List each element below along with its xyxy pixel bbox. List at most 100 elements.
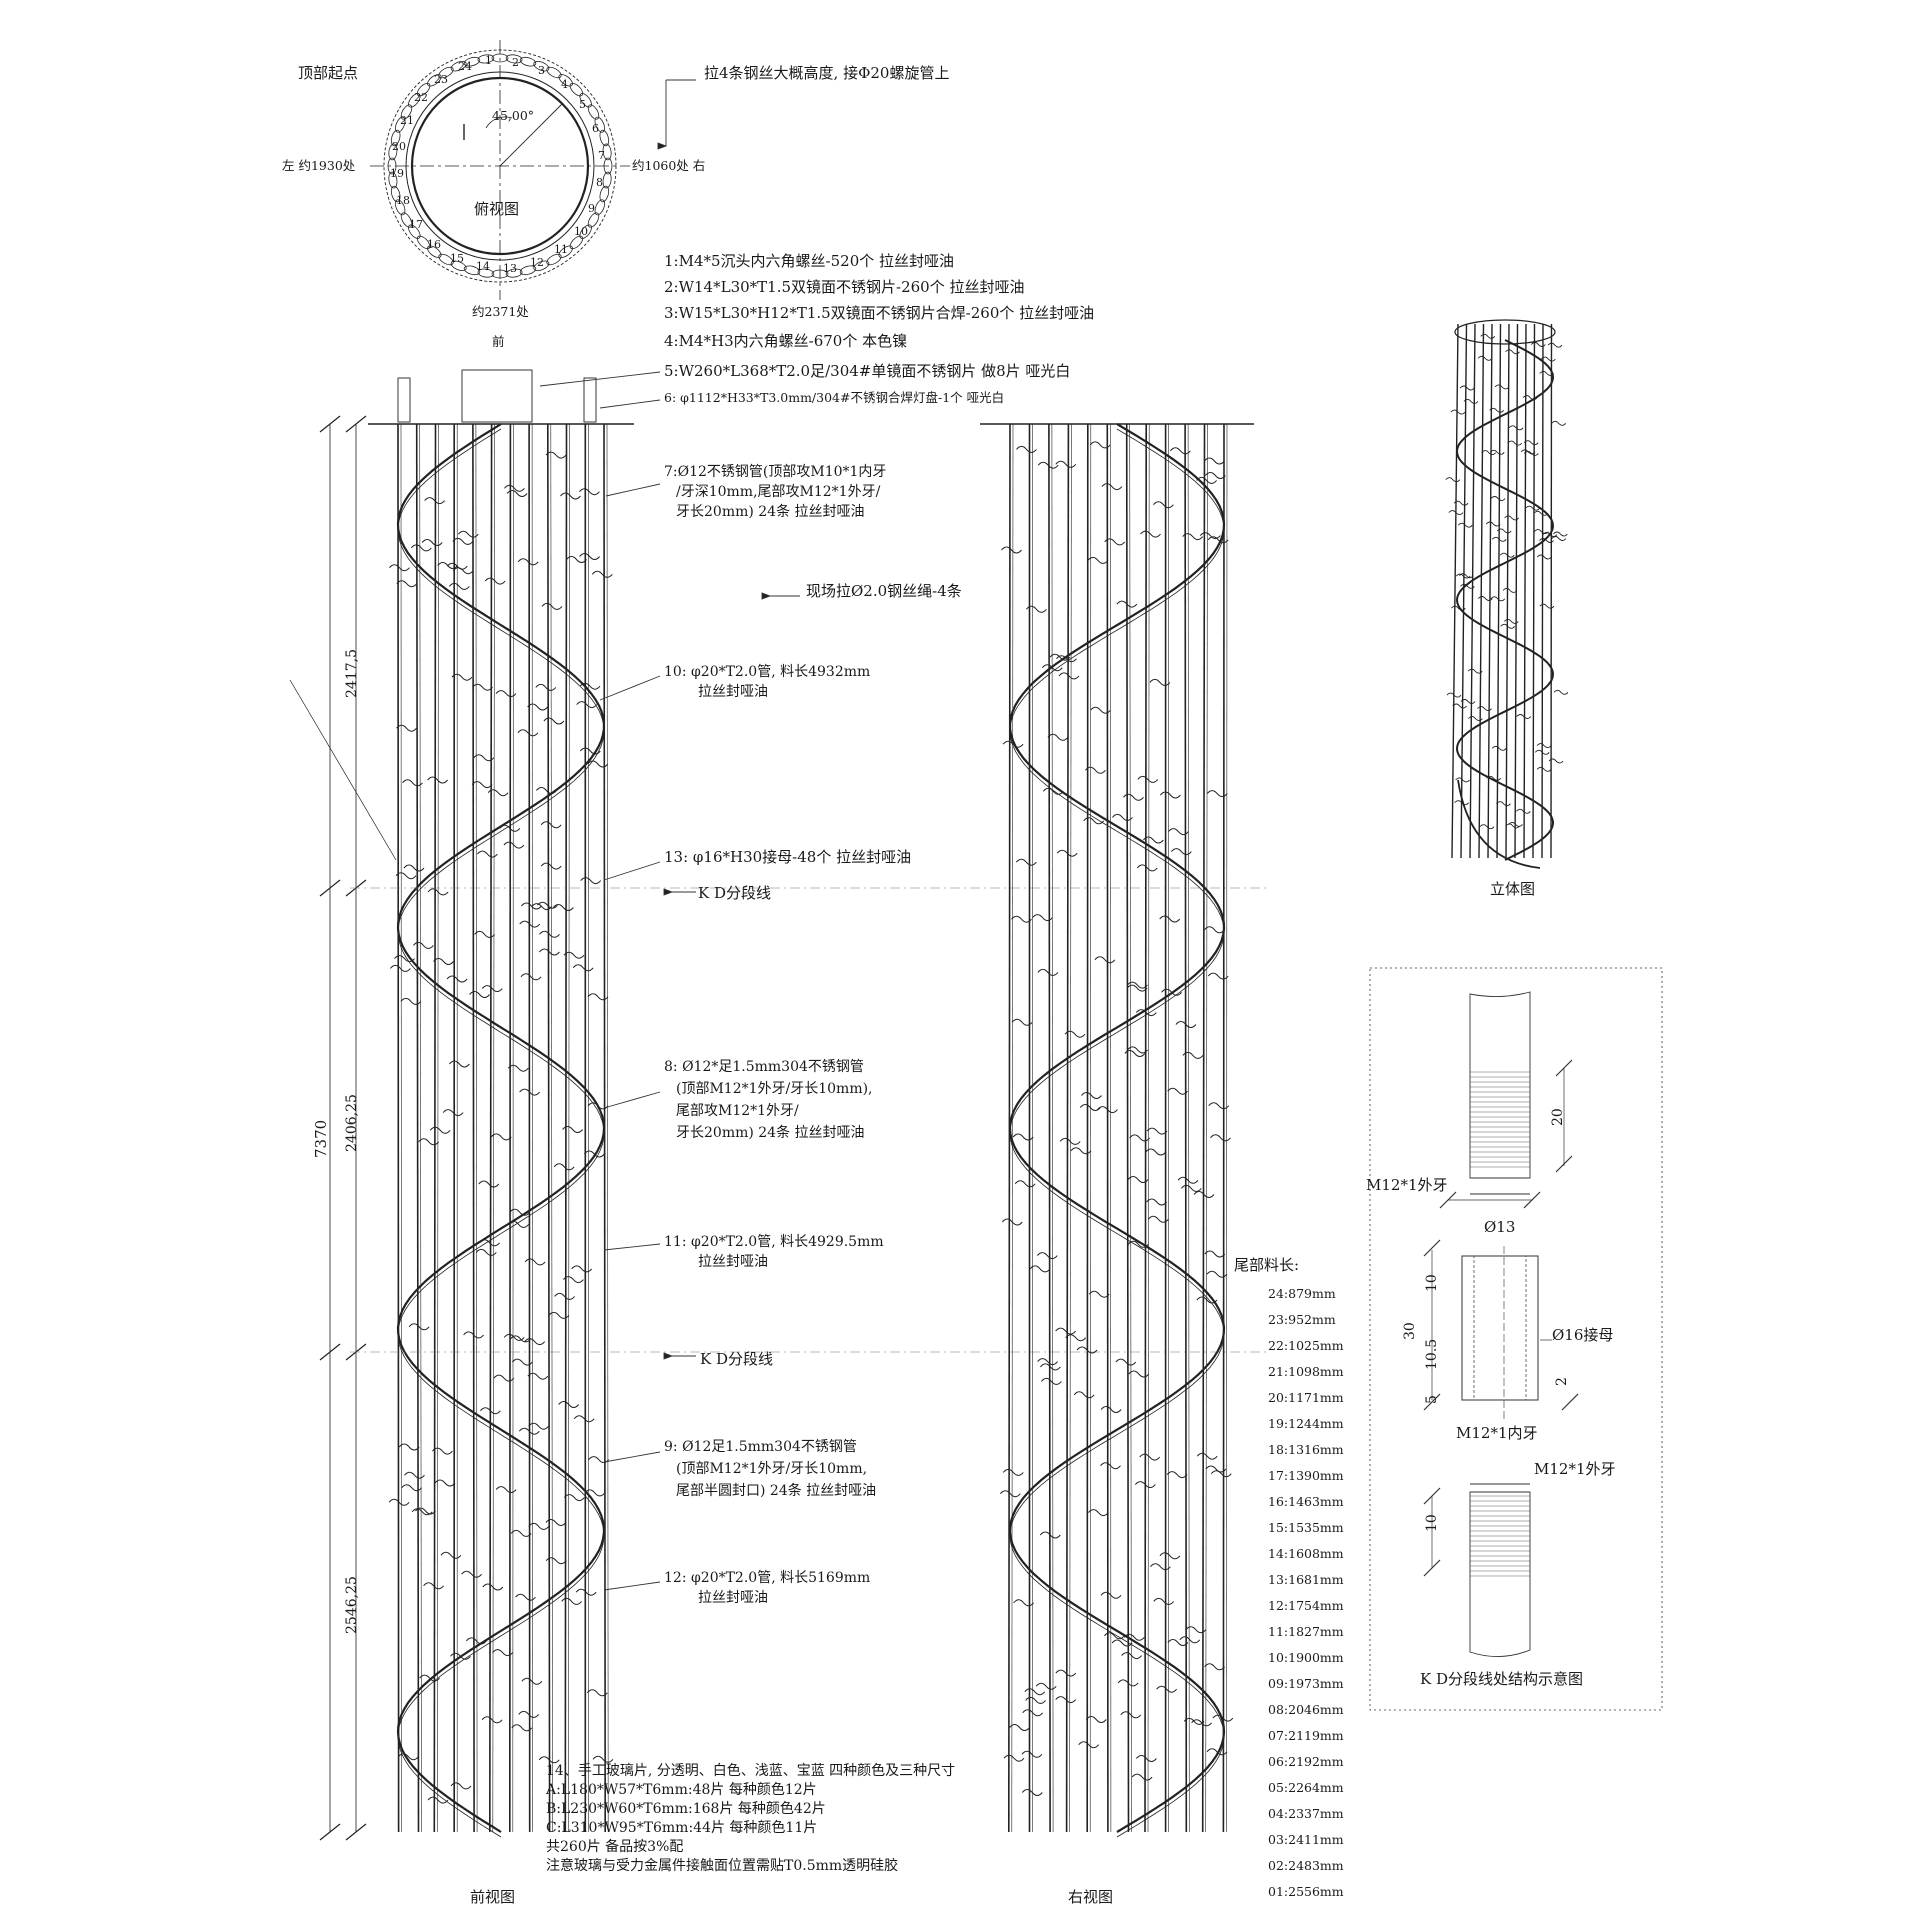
glass-clip: [511, 1358, 533, 1366]
part-13: 13: φ16*H30接母-48个 拉丝封哑油: [664, 848, 912, 866]
glass-clip: [545, 1519, 567, 1526]
ring-number: 16: [427, 238, 441, 251]
iso-clip: [1490, 496, 1506, 501]
part-7-line: 牙长20mm) 24条 拉丝封哑油: [676, 504, 865, 520]
kd-m12-inner: M12*1内牙: [1456, 1424, 1538, 1442]
glass-clip: [1127, 1176, 1149, 1183]
glass-clip: [591, 570, 613, 578]
glass-clip: [1196, 476, 1217, 484]
glass-clip: [1137, 775, 1159, 783]
glass-piece: [587, 212, 600, 228]
part-10-line: 10: φ20*T2.0管, 料长4932mm: [664, 664, 871, 680]
glass-clip: [1024, 1688, 1046, 1696]
ring-number: 7: [598, 149, 605, 162]
top-angle-label: 45,00°: [492, 108, 535, 123]
ring-number: 19: [390, 167, 404, 180]
glass-note: 14、手工玻璃片, 分透明、白色、浅蓝、宝蓝 四种颜色及三种尺寸 A:L180*…: [546, 1762, 955, 1876]
rod-edge: [531, 423, 534, 1833]
iso-clip: [1523, 440, 1539, 446]
glass-clip: [524, 1258, 546, 1266]
glass-clip: [1100, 1591, 1122, 1599]
iso-clip: [1522, 395, 1538, 401]
glass-clip: [592, 1755, 614, 1763]
glass-piece: [546, 253, 562, 266]
glass-piece: [558, 74, 573, 87]
glass-clip: [1161, 988, 1182, 996]
iso-clip: [1551, 536, 1567, 541]
arrowhead: [663, 888, 674, 896]
glass-clip: [1206, 1748, 1228, 1756]
glass-clip: [558, 1401, 580, 1408]
part-leader: [599, 675, 661, 701]
iso-clip: [1536, 554, 1552, 560]
iso-rod: [1532, 323, 1536, 859]
rod-edge: [550, 423, 553, 1833]
iso-clip: [1494, 384, 1510, 390]
glass-clip: [487, 789, 509, 797]
part-8-line: 牙长20mm) 24条 拉丝封哑油: [676, 1125, 865, 1141]
iso-clip: [1463, 398, 1479, 404]
glass-clip: [1149, 678, 1171, 686]
glass-clip: [478, 1180, 500, 1188]
glass-clip: [432, 1447, 453, 1455]
glass-clip: [1139, 1453, 1161, 1461]
glass-clip: [421, 539, 443, 546]
iso-clip: [1491, 745, 1507, 751]
rod: [1086, 423, 1089, 1833]
glass-clip: [1205, 1465, 1227, 1473]
tail-length-item: 09:1973mm: [1268, 1676, 1344, 1691]
glass-note-line: 14、手工玻璃片, 分透明、白色、浅蓝、宝蓝 四种颜色及三种尺寸: [546, 1763, 956, 1779]
ring-number: 15: [450, 252, 464, 265]
glass-clip: [1135, 1009, 1157, 1017]
iso-clip: [1499, 552, 1515, 558]
glass-clip: [410, 544, 432, 552]
glass-piece: [594, 199, 605, 216]
glass-clip: [463, 1331, 484, 1339]
glass-clip: [448, 582, 470, 590]
tail-length-item: 10:1900mm: [1268, 1650, 1344, 1665]
glass-piece: [390, 129, 401, 147]
glass-clip: [1111, 1639, 1133, 1647]
iso-clip: [1508, 821, 1523, 827]
glass-clip: [1055, 1327, 1076, 1335]
rod-edge: [475, 423, 478, 1833]
glass-clip: [433, 958, 454, 965]
glass-clip: [1147, 1215, 1169, 1223]
iso-clip: [1533, 510, 1549, 516]
glass-clip: [1040, 1363, 1061, 1371]
iso-clip: [1553, 689, 1569, 695]
glass-clip: [553, 1163, 575, 1171]
tail-length-item: 12:1754mm: [1268, 1598, 1344, 1613]
rod-edge: [1051, 423, 1054, 1833]
glass-clip: [579, 682, 601, 690]
glass-clip: [999, 1490, 1021, 1498]
glass-clip: [566, 556, 587, 563]
glass-clip: [1182, 1051, 1204, 1059]
glass-clip: [1049, 653, 1071, 661]
tail-length-item: 03:2411mm: [1268, 1832, 1344, 1847]
glass-clip: [1104, 1632, 1125, 1640]
ring-number: 12: [530, 256, 544, 269]
glass-clip: [1037, 968, 1059, 976]
rod: [1125, 423, 1130, 1833]
dim-tick: [319, 415, 341, 433]
iso-clip: [1515, 808, 1531, 814]
ring-number: 18: [396, 194, 410, 207]
part-8-line: 尾部攻M12*1外牙/: [676, 1103, 799, 1119]
tail-length-item: 02:2483mm: [1268, 1858, 1344, 1873]
glass-clip: [527, 703, 548, 711]
kd-frame: [1369, 967, 1663, 1711]
glass-piece: [602, 143, 612, 161]
part-leader: [603, 1581, 661, 1591]
iso-rod: [1523, 323, 1527, 859]
helix-tube-edge: [1009, 428, 1225, 1838]
rod-edge: [512, 423, 514, 1833]
right-view-drawing: [980, 423, 1254, 1838]
rod: [1065, 423, 1070, 1833]
ring-number: 17: [409, 218, 423, 231]
glass-clip: [1100, 1406, 1122, 1413]
glass-clip: [1058, 672, 1080, 680]
part-2: 2:W14*L30*T1.5双镜面不锈钢片-260个 拉丝封哑油: [664, 278, 1025, 296]
iso-clip: [1548, 758, 1564, 764]
